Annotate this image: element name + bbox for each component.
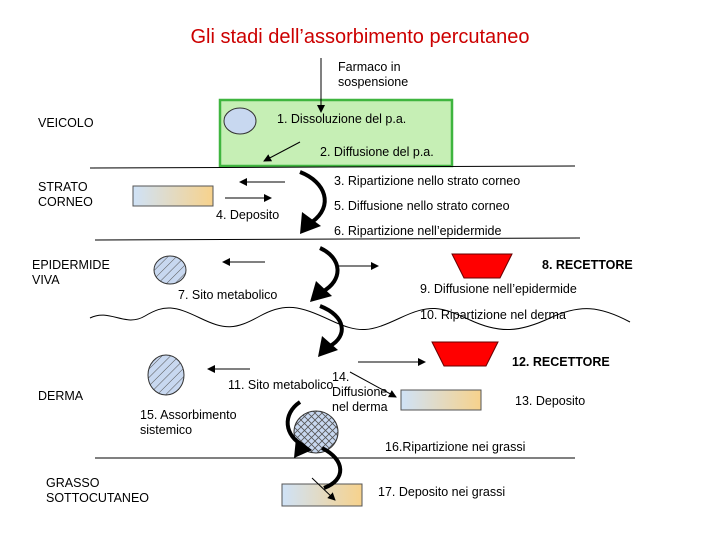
- label-step-4: 4. Deposito: [216, 208, 280, 222]
- label-step-5: 5. Diffusione nello strato corneo: [334, 199, 510, 213]
- label-step-12: 12. RECETTORE: [512, 355, 610, 369]
- boundary-vehicle-corneum: [89, 165, 576, 169]
- arrow-diffusion-vehicle: [263, 141, 301, 162]
- boundary-corneum-epidermis: [94, 237, 581, 241]
- label-step-15: 15. Assorbimento sistemico: [140, 408, 237, 437]
- label-step-14: 14. Diffusione nel derma: [332, 370, 388, 414]
- deposit-corneum: [132, 185, 214, 207]
- vehicle-particle: [223, 107, 257, 135]
- curved-arrow-epidermis: [319, 246, 340, 294]
- label-step-9: 9. Diffusione nell’epidermide: [420, 282, 577, 296]
- deposit-fat: [281, 483, 363, 507]
- capillary-vessel: [293, 410, 339, 454]
- vehicle-box: [218, 98, 454, 168]
- label-step-6: 6. Ripartizione nell’epidermide: [334, 224, 502, 238]
- boundary-epidermis-dermis: [89, 306, 631, 331]
- label-step-8: 8. RECETTORE: [542, 258, 633, 272]
- arrow-deposit-fat: [311, 477, 336, 501]
- curved-arrow-corneum: [299, 170, 327, 224]
- deposit-dermis: [400, 389, 482, 411]
- label-step-2: 2. Diffusione del p.a.: [320, 145, 434, 159]
- curved-arrow-dermis-entry: [319, 304, 344, 348]
- curved-arrow-epidermis-head: [310, 281, 332, 302]
- curved-arrow-corneum-head: [300, 212, 321, 234]
- label-step-11: 11. Sito metabolico: [228, 378, 334, 392]
- receptor-dermis: [431, 341, 499, 367]
- label-farmaco: Farmaco in sospensione: [338, 60, 409, 89]
- label-step-16: 16.Ripartizione nei grassi: [385, 440, 526, 454]
- layer-label-grasso: GRASSO SOTTOCUTANEO: [46, 476, 150, 505]
- label-step-13: 13. Deposito: [515, 394, 586, 408]
- metabolic-site-dermis: [147, 354, 185, 396]
- receptor-epidermis: [451, 253, 513, 279]
- layer-label-derma: DERMA: [38, 389, 84, 403]
- metabolic-site-epidermis: [153, 255, 187, 285]
- label-step-17: 17. Deposito nei grassi: [378, 485, 506, 499]
- label-step-10: 10. Ripartizione nel derma: [420, 308, 566, 322]
- page-title: Gli stadi dell’assorbimento percutaneo: [190, 26, 530, 48]
- curved-arrow-fat: [321, 446, 343, 490]
- label-step-3: 3. Ripartizione nello strato corneo: [334, 174, 521, 188]
- label-step-1: 1. Dissoluzione del p.a.: [277, 112, 407, 126]
- arrow-deposit-dermis: [349, 371, 397, 398]
- curved-arrow-dermis-entry-head: [318, 336, 338, 357]
- curved-arrow-systemic-head: [294, 438, 312, 458]
- layer-label-veicolo: VEICOLO: [38, 116, 94, 130]
- label-step-7: 7. Sito metabolico: [178, 288, 278, 302]
- layer-label-strato-corneo: STRATO CORNEO: [38, 180, 93, 209]
- layer-label-epidermide: EPIDERMIDE VIVA: [32, 258, 110, 287]
